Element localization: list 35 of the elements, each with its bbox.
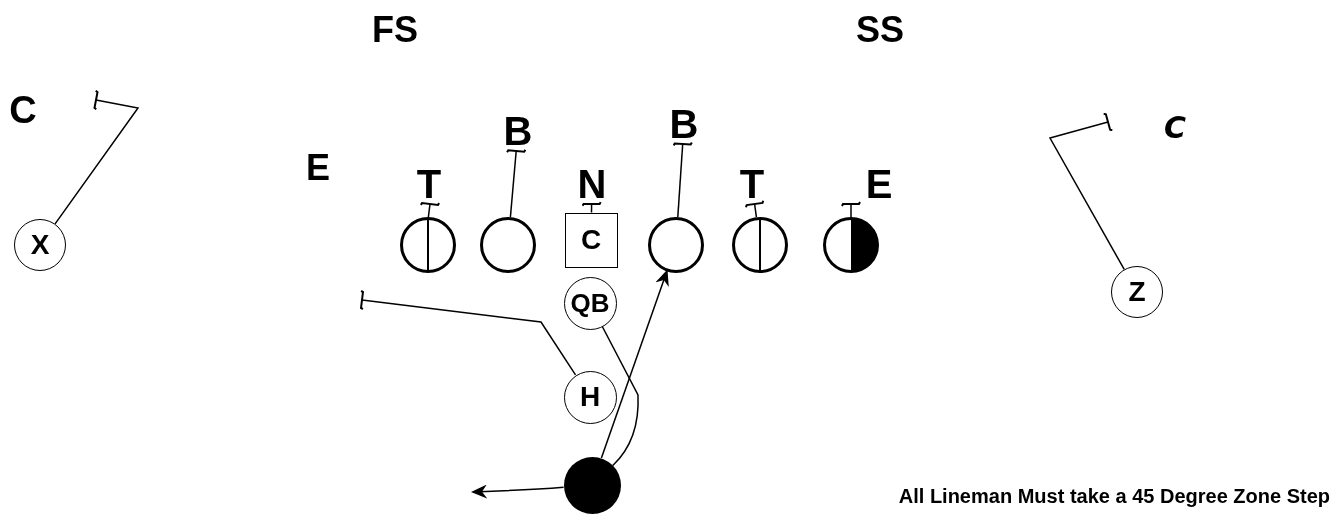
defender-letter: B: [503, 111, 533, 151]
player-circle: H: [563, 370, 617, 424]
defender-letter: T: [416, 164, 442, 204]
position-label: SS: [856, 12, 904, 48]
block-line: [672, 141, 693, 218]
position-label: C: [9, 91, 37, 129]
player-circle: Z: [1111, 266, 1163, 318]
defender-letter: N: [577, 164, 607, 204]
route-line: [601, 325, 639, 467]
player-circle: [480, 217, 536, 273]
block-line: [841, 201, 861, 218]
block-line: [1048, 112, 1125, 271]
block-line: [744, 199, 765, 218]
route-arrow: [600, 269, 669, 459]
ball-carrier-dot: [563, 456, 621, 514]
position-label: C: [1164, 113, 1186, 143]
player-circle: [648, 217, 704, 273]
defender-letter: B: [669, 104, 699, 144]
lineman-circle: [400, 217, 456, 273]
defender-letter: T: [739, 164, 765, 204]
coaching-note: All Lineman Must take a 45 Degree Zone Step: [898, 486, 1330, 506]
defender-letter: E: [865, 164, 893, 204]
player-circle: X: [14, 219, 66, 271]
center-square: C: [564, 212, 618, 268]
position-label: FS: [372, 12, 418, 48]
position-label: E: [306, 150, 330, 186]
route-arrow: [471, 484, 565, 499]
block-line: [506, 148, 527, 218]
end-circle: [823, 217, 879, 273]
block-line: [54, 89, 140, 225]
lineman-circle: [732, 217, 788, 273]
player-circle: QB: [563, 276, 617, 330]
block-line: [581, 201, 602, 214]
block-line: [419, 202, 441, 218]
block-line: [360, 289, 577, 376]
